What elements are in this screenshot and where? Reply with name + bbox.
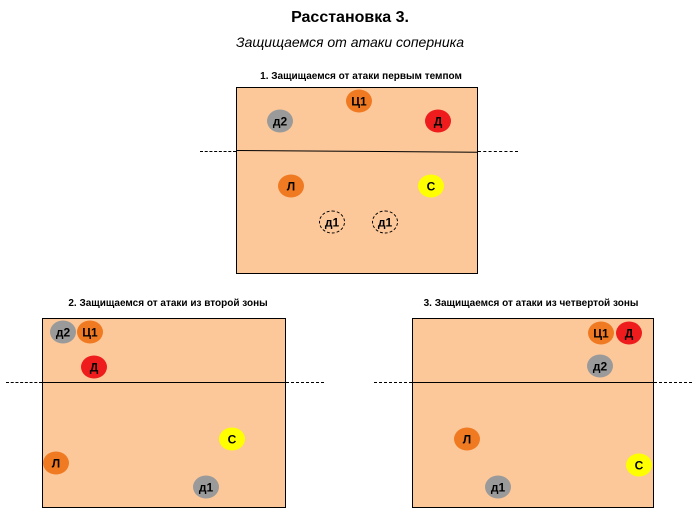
player-l: Л: [43, 451, 69, 475]
court-1-net-left: [200, 151, 236, 152]
court-1-title: 1. Защищаемся от атаки первым темпом: [260, 71, 462, 82]
page-title: Расстановка 3.: [291, 9, 409, 26]
court-2-net-left: [6, 382, 42, 383]
page-subtitle: Защищаемся от атаки соперника: [235, 34, 465, 50]
player-s: С: [418, 174, 444, 198]
court-1-net-right: [478, 151, 518, 152]
court-3-net: [412, 382, 654, 383]
player-d1-ghost: д1: [372, 210, 398, 234]
court-3-net-right: [654, 382, 692, 383]
court-2: [42, 318, 286, 508]
court-2-title: 2. Защищаемся от атаки из второй зоны: [68, 298, 268, 309]
player-d: Д: [81, 355, 107, 379]
player-d1: д1: [193, 475, 219, 499]
court-2-net: [42, 382, 286, 383]
court-3-net-left: [374, 382, 412, 383]
player-d2: д2: [587, 354, 613, 378]
player-d2: д2: [267, 109, 293, 133]
court-2-net-right: [286, 382, 324, 383]
player-d: Д: [425, 109, 451, 133]
player-s: С: [626, 453, 652, 477]
player-d1-ghost: д1: [319, 210, 345, 234]
player-d2: д2: [50, 320, 76, 344]
player-d: Д: [616, 321, 642, 345]
player-d1: д1: [485, 475, 511, 499]
player-c1: Ц1: [346, 89, 372, 113]
player-l: Л: [278, 174, 304, 198]
court-3-title: 3. Защищаемся от атаки из четвертой зоны: [423, 298, 639, 309]
player-c1: Ц1: [588, 321, 614, 345]
player-c1: Ц1: [77, 320, 103, 344]
court-3: [412, 318, 654, 508]
player-s: С: [219, 427, 245, 451]
player-l: Л: [454, 427, 480, 451]
